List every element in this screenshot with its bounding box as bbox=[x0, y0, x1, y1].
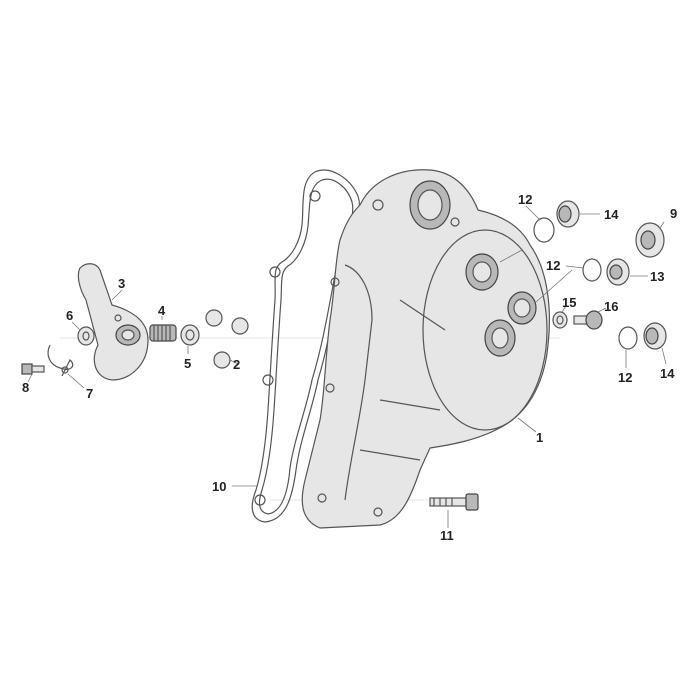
drain-screw-16[interactable] bbox=[573, 310, 603, 330]
callouts: 1 2 3 4 5 6 7 8 9 10 11 12 12 12 13 14 1… bbox=[22, 192, 677, 543]
spring-clip[interactable] bbox=[47, 344, 74, 377]
clutch-cover[interactable] bbox=[301, 169, 550, 529]
callout-12-top: 12 bbox=[518, 192, 532, 207]
bushing-5[interactable] bbox=[180, 324, 200, 346]
washer-6[interactable] bbox=[77, 326, 95, 346]
o-ring-12-top[interactable] bbox=[533, 217, 555, 243]
oil-seal-9[interactable] bbox=[635, 222, 665, 258]
callout-1: 1 bbox=[536, 430, 543, 445]
callout-2: 2 bbox=[233, 357, 240, 372]
long-bolt[interactable] bbox=[429, 493, 479, 511]
callout-3: 3 bbox=[118, 276, 125, 291]
leader-lines bbox=[27, 205, 667, 528]
callout-14-bottom: 14 bbox=[660, 366, 675, 381]
callout-11: 11 bbox=[440, 528, 454, 543]
oil-seal-13[interactable] bbox=[606, 258, 630, 286]
callout-8: 8 bbox=[22, 380, 29, 395]
callout-13: 13 bbox=[650, 269, 664, 284]
callout-9: 9 bbox=[670, 206, 677, 221]
ball-bearings[interactable] bbox=[205, 309, 249, 369]
callout-14-top: 14 bbox=[604, 207, 619, 222]
o-ring-12-bottom[interactable] bbox=[618, 326, 638, 350]
callout-6: 6 bbox=[66, 308, 73, 323]
bolt-8[interactable] bbox=[21, 363, 45, 375]
spring-4[interactable] bbox=[149, 324, 177, 342]
o-ring-12-mid[interactable] bbox=[582, 258, 602, 282]
callout-12-bottom: 12 bbox=[618, 370, 632, 385]
washer-15[interactable] bbox=[552, 311, 568, 329]
callout-16: 16 bbox=[604, 299, 618, 314]
lever[interactable] bbox=[77, 263, 149, 381]
callout-4: 4 bbox=[158, 303, 166, 318]
callout-12-mid: 12 bbox=[546, 258, 560, 273]
callout-7: 7 bbox=[86, 386, 93, 401]
callout-10: 10 bbox=[212, 479, 226, 494]
plug-14-top[interactable] bbox=[556, 200, 580, 228]
callout-15: 15 bbox=[562, 295, 576, 310]
plug-14-bottom[interactable] bbox=[643, 322, 667, 350]
callout-5: 5 bbox=[184, 356, 191, 371]
